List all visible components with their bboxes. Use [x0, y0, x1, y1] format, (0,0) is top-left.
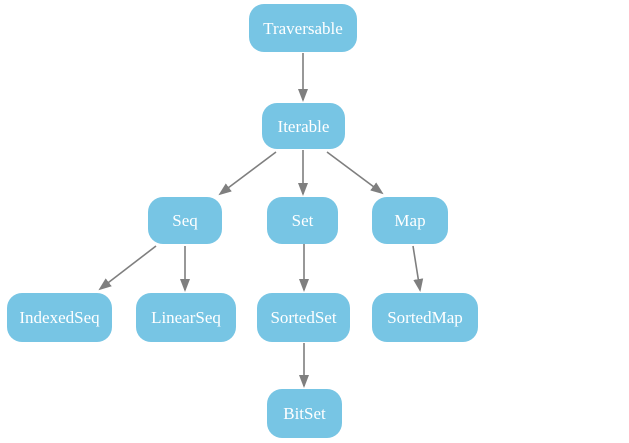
node-set: Set — [267, 197, 338, 244]
node-linearseq: LinearSeq — [136, 293, 236, 342]
edge-iterable-seq — [218, 151, 277, 196]
node-map: Map — [372, 197, 448, 244]
edge-iterable-map — [326, 151, 384, 195]
node-iterable: Iterable — [262, 103, 345, 149]
node-bitset: BitSet — [267, 389, 342, 438]
node-seq: Seq — [148, 197, 222, 244]
node-sortedmap: SortedMap — [372, 293, 478, 342]
edge-map-sortedmap — [412, 245, 424, 292]
node-traversable: Traversable — [249, 4, 357, 52]
edge-seq-indexedseq — [98, 245, 157, 291]
node-sortedset: SortedSet — [257, 293, 350, 342]
node-indexedseq: IndexedSeq — [7, 293, 112, 342]
